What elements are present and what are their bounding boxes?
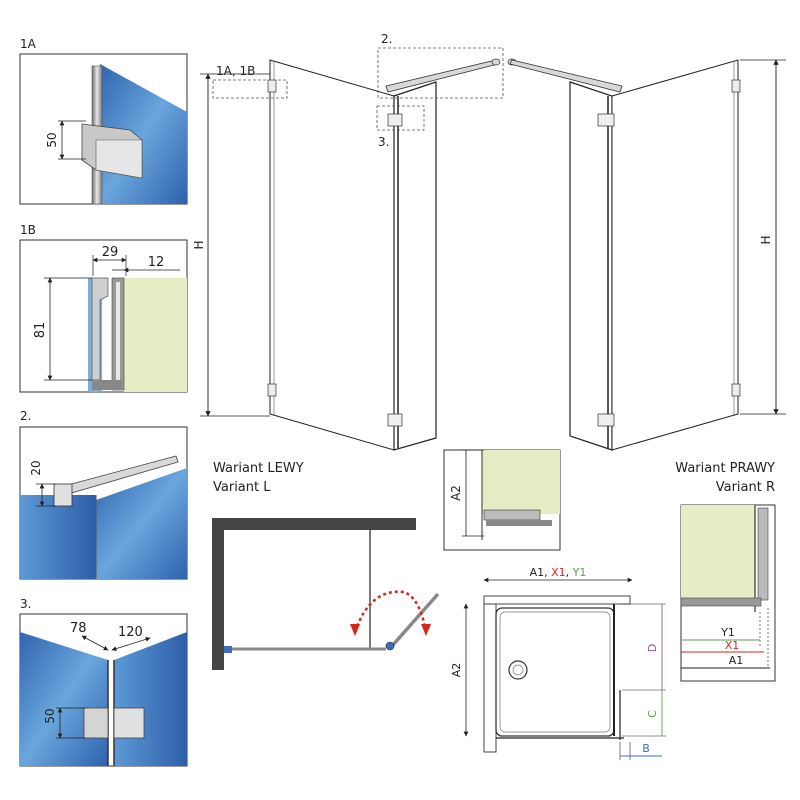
left-door-hinge-top [387,113,403,127]
tray-plan: A1, X1, Y1 A2 D C B [450,566,666,760]
left-door-panel [393,81,437,451]
tray-width-label: A1, X1, Y1 [530,566,587,579]
dim-b-label: B [642,742,650,755]
right-door-hinge-top [597,113,615,127]
right-door-hinge-bottom [597,413,615,427]
callout-box-1a-1b [212,79,288,99]
left-wall-hinge-top [267,79,277,93]
tray-depth-label: A2 [450,663,463,678]
variant-left-subtitle: Variant L [213,480,271,495]
right-wall-hinge-top [731,79,741,93]
callout-1a-1b: 1A, 1B [216,64,255,78]
detail-3-dim-78: 78 [70,621,87,636]
variant-right-subtitle: Variant R [716,480,775,495]
detail-1b-wall [124,278,187,392]
callout-box-3 [376,105,425,131]
detail-3-dim-120: 120 [118,625,143,640]
detail-3: 3. 78 120 50 [19,597,188,767]
section-a2: A2 [443,449,561,551]
detail-1b-dim-29: 29 [102,245,119,260]
detail-1b-dim-12: 12 [148,255,165,270]
detail-1b-dim-81: 81 [33,322,48,339]
left-variant-plan [212,518,440,670]
plan-door [390,592,440,648]
section-a2-profile [483,509,541,521]
right-wall-hinge-bottom [731,383,741,397]
left-stabilizer-bar [385,59,499,93]
right-section-x1: X1 [725,639,740,652]
left-door-hinge-bottom [387,413,403,427]
right-section-profile [680,597,762,607]
detail-3-hinge-right [113,707,145,739]
detail-2-dimension: 20 [29,460,43,475]
right-door-panel [569,81,613,451]
right-section-a1: A1 [729,654,744,667]
dim-c-label: C [646,710,659,718]
detail-1a-label: 1A [20,37,37,51]
dim-d-label: D [646,644,659,652]
left-wall-hinge-bottom [267,383,277,397]
detail-1b-label: 1B [20,223,36,237]
right-height-label: H [759,235,773,244]
section-a2-wall [482,450,560,514]
detail-2-clamp [53,483,73,507]
plan-hinge [385,641,395,651]
plan-swing-arc [353,590,428,633]
section-a2-label: A2 [449,485,463,501]
left-fixed-panel [269,59,395,451]
detail-1a: 1A 50 [19,37,188,205]
detail-2-label: 2. [20,409,31,423]
detail-1a-dimension: 50 [45,132,59,147]
right-stabilizer-bar [509,59,623,93]
detail-2: 2. 20 [19,409,188,580]
right-variant-perspective: H [507,58,786,451]
detail-2-wall-glass [20,495,96,579]
right-section-y1: Y1 [720,626,735,639]
left-variant-perspective: H 1A, 1B 2. 3. [192,32,504,451]
variant-left-title: Wariant LEWY [213,461,304,476]
left-height-label: H [192,240,206,249]
right-section-wall [681,505,755,601]
detail-3-hinge-left [83,707,109,739]
detail-1b: 1B 29 12 81 [19,223,188,393]
detail-3-label: 3. [20,597,31,611]
right-fixed-panel [611,59,739,451]
callout-3: 3. [378,135,389,149]
detail-3-dim-50: 50 [43,708,57,723]
callout-2: 2. [381,32,392,46]
callout-box-2 [377,47,504,99]
detail-2-door-glass [96,468,187,579]
variant-right-title: Wariant PRAWY [675,461,775,476]
tray-drain [508,660,528,680]
right-section: Y1 X1 A1 [680,504,776,682]
